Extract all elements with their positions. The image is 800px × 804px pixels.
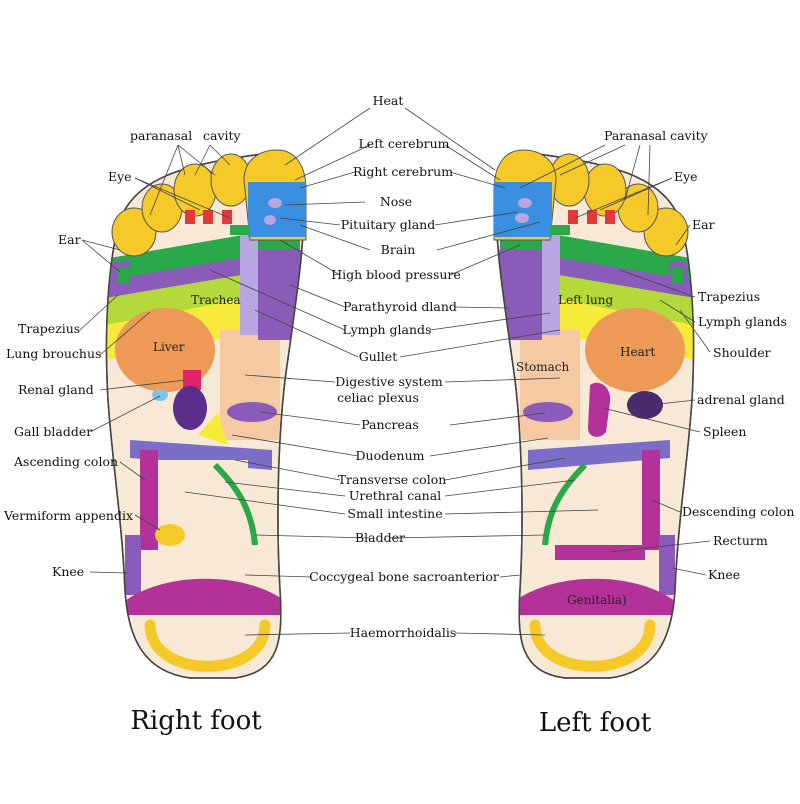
label-digestive-system: Digestive system <box>335 374 443 389</box>
label-celiac-plexus: celiac plexus <box>337 390 419 405</box>
leader-lines <box>79 107 711 636</box>
label-eye-right: Eye <box>108 169 132 184</box>
label-ear-right: Ear <box>58 232 81 247</box>
label-eye-left: Eye <box>674 169 698 184</box>
label-haemorrhoidalis: Haemorrhoidalis <box>349 625 457 640</box>
label-heat: Heat <box>372 93 404 108</box>
label-left-lung: Left lung <box>558 293 614 307</box>
label-renal-gland: Renal gland <box>18 382 94 397</box>
label-gullet: Gullet <box>358 349 398 364</box>
label-genitalia: Genitalia) <box>567 593 627 607</box>
label-coccygeal: Coccygeal bone sacroanterior <box>309 569 499 584</box>
label-trapezius-right: Trapezius <box>18 321 81 336</box>
label-knee-right: Knee <box>52 564 85 579</box>
label-stomach: Stomach <box>516 360 570 374</box>
label-cavity: cavity <box>203 128 241 143</box>
label-brain: Brain <box>380 242 416 257</box>
label-right-cerebrum: Right cerebrum <box>352 164 454 179</box>
label-pituitary-gland: Pituitary gland <box>340 217 436 232</box>
right-foot-toes <box>111 149 307 287</box>
label-knee-left: Knee <box>708 567 741 582</box>
label-spleen: Spleen <box>703 424 747 439</box>
label-trachea: Trachea <box>191 293 241 307</box>
label-pancreas: Pancreas <box>361 417 419 432</box>
label-high-blood-pressure: High blood pressure <box>331 267 461 282</box>
label-nose: Nose <box>379 194 413 209</box>
label-paranasal: paranasal <box>130 128 193 143</box>
label-lung-bronchus: Lung brouchus <box>6 346 102 361</box>
label-left-cerebrum: Left cerebrum <box>358 136 450 151</box>
label-bladder: Bladder <box>354 530 406 545</box>
label-lymph-glands-left: Lymph glands <box>698 314 787 329</box>
label-gall-bladder: Gall bladder <box>14 424 93 439</box>
label-trapezius-left: Trapezius <box>698 289 761 304</box>
title-left-foot: Left foot <box>538 708 652 738</box>
label-urethral-canal: Urethral canal <box>348 488 442 503</box>
label-liver: Liver <box>153 340 185 354</box>
label-lymph-glands-center: Lymph glands <box>342 322 432 337</box>
right-foot <box>105 149 307 679</box>
label-small-intestine: Small intestine <box>347 506 443 521</box>
label-vermiform-appendix: Vermiform appendix <box>4 508 134 523</box>
label-ear-left: Ear <box>692 217 715 232</box>
title-right-foot: Right foot <box>130 706 262 736</box>
label-paranasal-cavity-left: Paranasal cavity <box>604 128 708 143</box>
label-adrenal-gland: adrenal gland <box>697 392 785 407</box>
label-duodenum: Duodenum <box>355 448 425 463</box>
label-shoulder: Shoulder <box>713 345 771 360</box>
label-descending-colon: Descending colon <box>682 504 795 519</box>
label-rectum: Recturm <box>713 533 768 548</box>
label-heart: Heart <box>620 345 656 359</box>
label-parathyroid-gland: Parathyroid dland <box>343 299 457 314</box>
label-ascending-colon: Ascending colon <box>14 454 119 469</box>
label-transverse-colon: Transverse colon <box>337 472 447 487</box>
